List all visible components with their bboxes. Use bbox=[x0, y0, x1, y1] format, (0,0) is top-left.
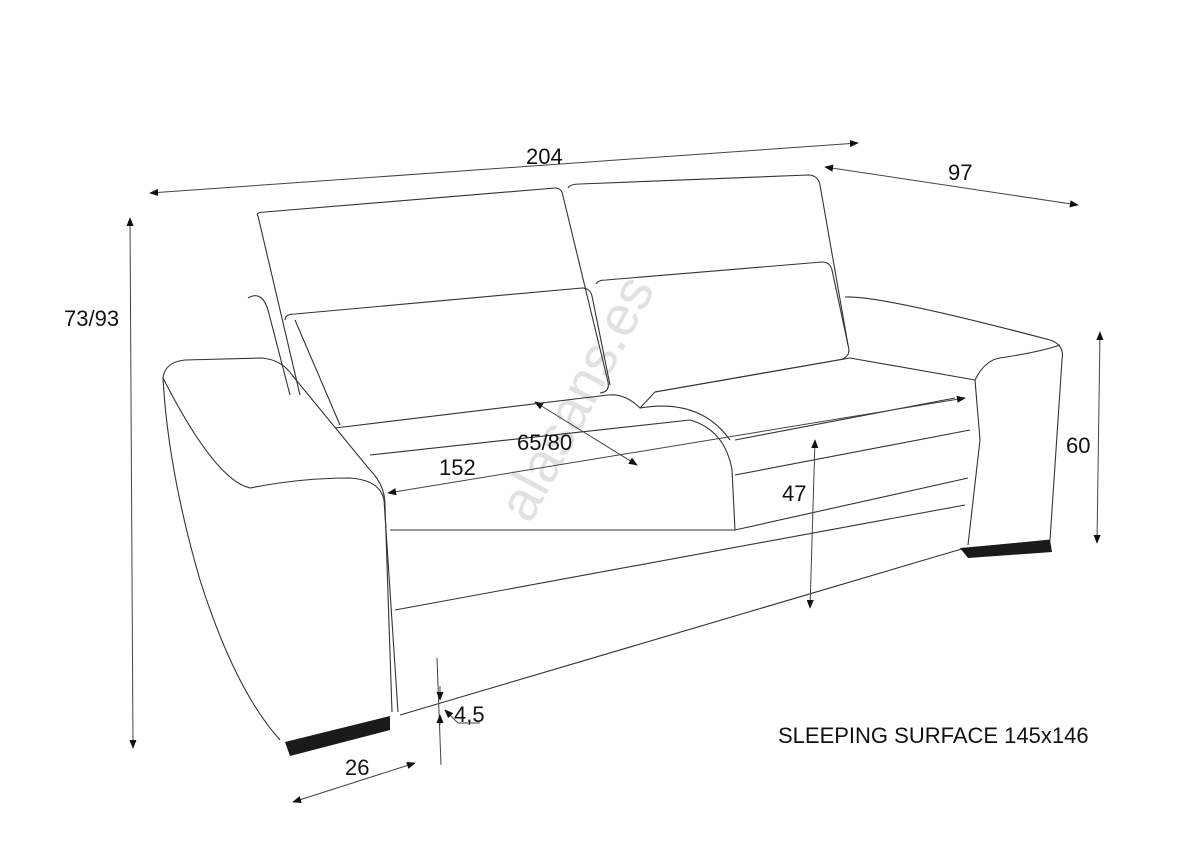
arm-height-label: 60 bbox=[1066, 433, 1090, 458]
sofa-base bbox=[394, 504, 966, 611]
depth-label: 97 bbox=[948, 160, 972, 185]
seat-back-line bbox=[334, 357, 976, 429]
seat-right-front bbox=[734, 429, 971, 476]
seat-depth-label: 65/80 bbox=[517, 430, 572, 455]
left-leg bbox=[285, 716, 390, 756]
arm-width-label: 26 bbox=[345, 755, 369, 780]
right-leg bbox=[960, 540, 1052, 558]
left-armrest bbox=[162, 357, 393, 713]
width-label: 204 bbox=[526, 144, 563, 169]
dimension-lines bbox=[126, 139, 1104, 803]
sofa-drawing bbox=[162, 174, 1064, 756]
lumbar-cushion-right bbox=[595, 261, 849, 346]
seat-height-label: 47 bbox=[782, 481, 806, 506]
leg-height-label: 4,5 bbox=[454, 702, 485, 727]
seat-width-label: 152 bbox=[439, 455, 476, 480]
lumbar-cushion-left bbox=[284, 287, 611, 386]
right-armrest bbox=[844, 296, 1064, 549]
sleeping-surface-note: SLEEPING SURFACE 145x146 bbox=[778, 723, 1089, 748]
height-label: 73/93 bbox=[64, 306, 119, 331]
watermark: alasans.es bbox=[485, 265, 666, 531]
